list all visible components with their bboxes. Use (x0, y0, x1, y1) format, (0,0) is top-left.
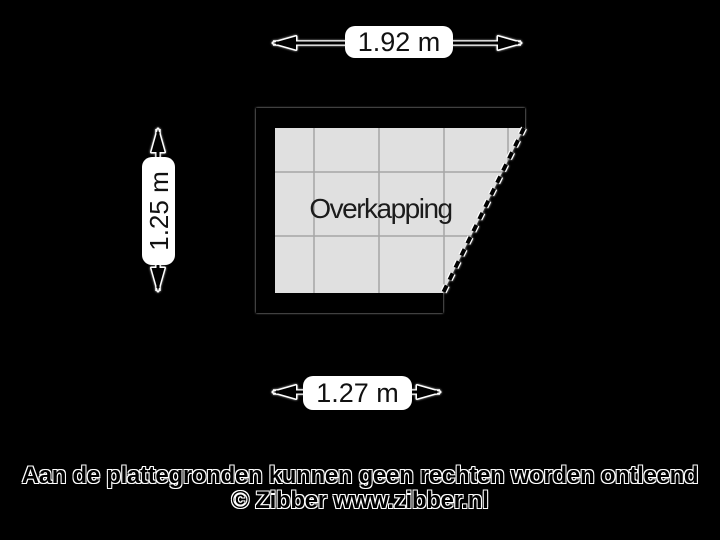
room-label: Overkapping (309, 193, 453, 224)
dim-arrow-top (271, 35, 523, 51)
disclaimer-text: Aan de plattegronden kunnen geen rechten… (21, 462, 699, 489)
wall-left (256, 108, 275, 313)
dim-label-bottom: 1.27 m (303, 376, 412, 410)
dim-label-left: 1.25 m (142, 157, 175, 265)
copyright-text: © Zibber www.zibber.nl (231, 487, 489, 514)
open-edge-dashed-line (440, 126, 527, 295)
dim-label-bottom-text: 1.27 m (316, 377, 399, 408)
wall-bottom (256, 293, 443, 313)
dim-label-top-text: 1.92 m (357, 26, 441, 57)
dim-label-left-text: 1.25 m (143, 171, 174, 251)
wall-top (256, 108, 525, 128)
dim-label-top: 1.92 m (345, 26, 453, 58)
